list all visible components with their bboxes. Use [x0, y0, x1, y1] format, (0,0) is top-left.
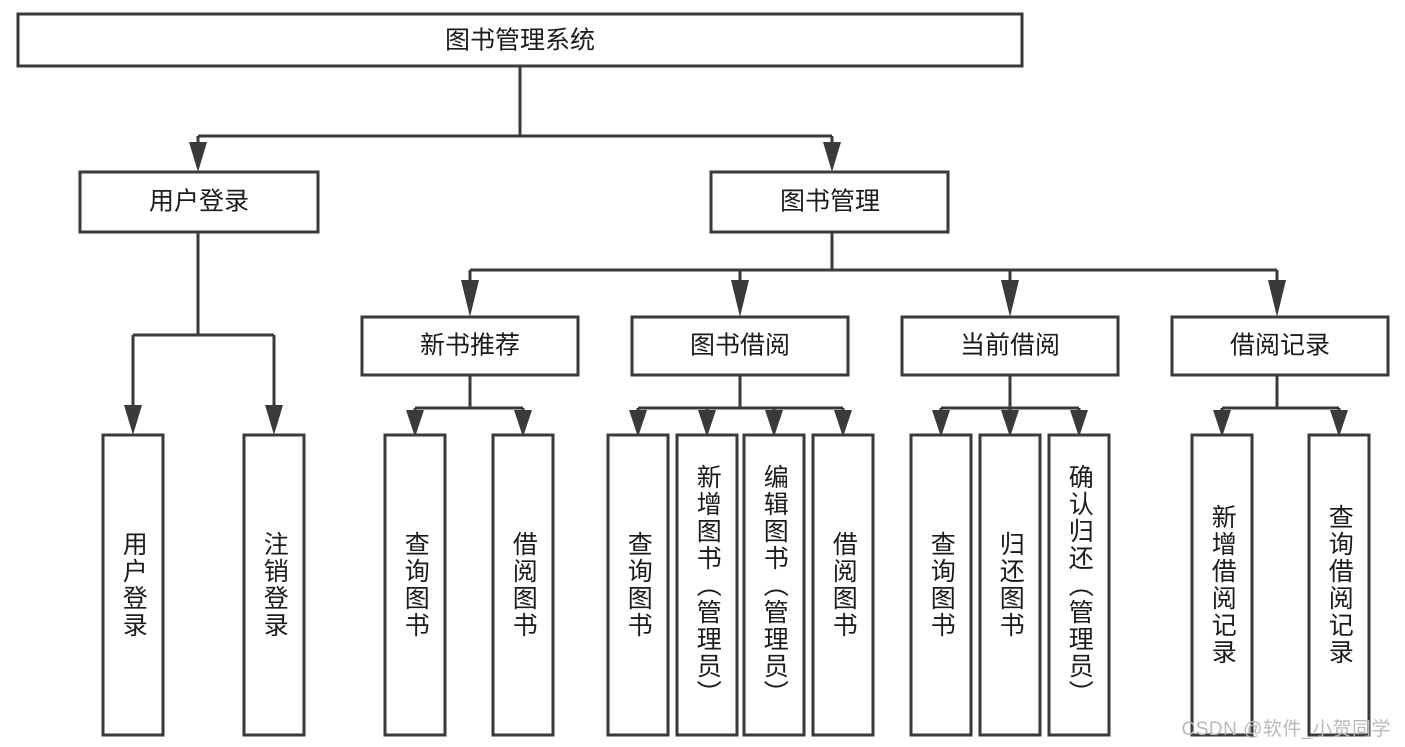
leaf-box-bb-edit-book[interactable]: [742, 433, 806, 737]
connector-group-root-to-level2: [189, 66, 841, 172]
leaf-box-cb-return-book[interactable]: [978, 433, 1042, 737]
leaf-box-bb-add-book[interactable]: [675, 433, 739, 737]
arrow-head-bb-leaf1: [629, 410, 647, 437]
arrow-head-current-borrow: [1001, 280, 1019, 317]
leaf-boxes-current-borrow: [909, 433, 1111, 737]
node-book-borrow-box[interactable]: [630, 315, 850, 377]
leaf-boxes-book-borrow: [606, 433, 875, 737]
arrow-head-br-leaf2: [1330, 410, 1348, 437]
arrow-head-book-borrow: [731, 280, 749, 317]
node-borrow-record-label: 借阅记录: [1230, 332, 1330, 360]
node-user-login-label: 用户登录: [149, 188, 249, 216]
node-root-label: 图书管理系统: [445, 27, 595, 55]
leaf-boxes-user-login: [101, 433, 306, 737]
node-user-login-box[interactable]: [78, 170, 320, 234]
node-current-borrow-label: 当前借阅: [960, 332, 1060, 360]
leaf-box-user-login-login[interactable]: [101, 433, 165, 737]
node-borrow-record[interactable]: 借阅记录: [1170, 315, 1390, 377]
node-new-book-recommend-box[interactable]: [360, 315, 580, 377]
arrow-head-leaf-user-login: [124, 405, 142, 435]
node-current-borrow[interactable]: 当前借阅: [900, 315, 1120, 377]
node-user-login[interactable]: 用户登录: [78, 170, 320, 234]
arrow-head-cb-leaf2: [1001, 410, 1019, 437]
arrow-head-nb-leaf2: [514, 410, 532, 437]
connector-group-book-manage-to-level3: [461, 232, 1286, 317]
arrow-head-bb-leaf2: [698, 410, 716, 437]
connector-group-current-borrow-to-leaves: [932, 375, 1088, 437]
node-book-manage-box[interactable]: [709, 170, 950, 234]
arrow-head-user-login: [189, 142, 207, 172]
connector-group-new-book-to-leaves: [406, 375, 532, 437]
leaf-box-bb-query-book[interactable]: [606, 433, 670, 737]
leaf-boxes-borrow-record: [1190, 433, 1371, 737]
leaf-box-nb-borrow-book[interactable]: [491, 433, 555, 737]
leaf-box-cb-confirm-return[interactable]: [1047, 433, 1111, 737]
leaf-box-cb-query-book[interactable]: [909, 433, 973, 737]
node-root-box[interactable]: [16, 12, 1024, 68]
arrow-head-nb-leaf1: [406, 410, 424, 437]
node-book-manage[interactable]: 图书管理: [709, 170, 950, 234]
arrow-head-new-book: [461, 280, 479, 317]
arrow-head-leaf-logout: [265, 405, 283, 435]
connector-group-borrow-record-to-leaves: [1213, 375, 1348, 437]
node-root[interactable]: 图书管理系统: [16, 12, 1024, 68]
node-new-book-recommend-label: 新书推荐: [420, 332, 520, 360]
arrow-head-cb-leaf3: [1070, 410, 1088, 437]
arrow-head-bb-leaf4: [834, 410, 852, 437]
connector-group-user-login-to-leaves: [124, 232, 283, 435]
leaf-box-nb-query-book[interactable]: [383, 433, 447, 737]
arrow-head-borrow-record: [1268, 280, 1286, 317]
leaf-box-br-query-record[interactable]: [1307, 433, 1371, 737]
arrow-head-br-leaf1: [1213, 410, 1231, 437]
leaf-box-bb-borrow-book[interactable]: [811, 433, 875, 737]
arrow-head-cb-leaf1: [932, 410, 950, 437]
leaf-boxes-new-book-recommend: [383, 433, 555, 737]
arrow-head-book-manage: [823, 142, 841, 172]
node-book-manage-label: 图书管理: [780, 188, 880, 216]
node-new-book-recommend[interactable]: 新书推荐: [360, 315, 580, 377]
arrow-head-bb-leaf3: [765, 410, 783, 437]
node-current-borrow-box[interactable]: [900, 315, 1120, 377]
node-book-borrow-label: 图书借阅: [690, 332, 790, 360]
node-book-borrow[interactable]: 图书借阅: [630, 315, 850, 377]
connector-group-book-borrow-to-leaves: [629, 375, 852, 437]
node-borrow-record-box[interactable]: [1170, 315, 1390, 377]
leaf-box-br-add-record[interactable]: [1190, 433, 1254, 737]
leaf-box-user-login-logout[interactable]: [242, 433, 306, 737]
